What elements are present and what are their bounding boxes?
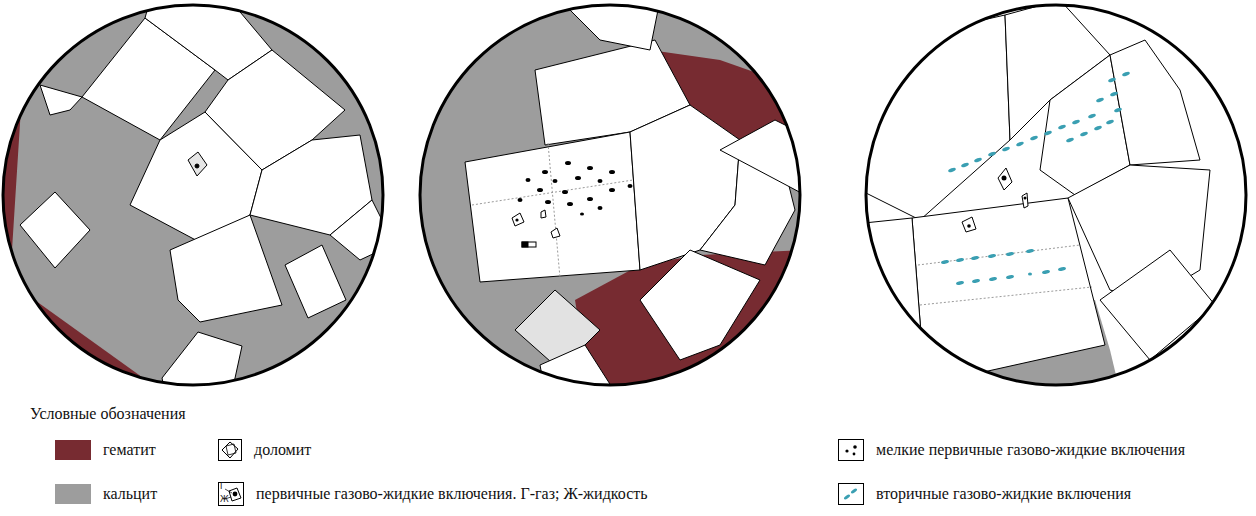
legend-symbol — [218, 439, 242, 461]
legend-text: гематит — [103, 440, 156, 459]
legend-text: первичные газово-жидкие включения. Г-газ… — [256, 484, 648, 503]
color-swatch — [55, 484, 91, 504]
color-swatch — [55, 440, 91, 460]
symbol-letter: Ж — [220, 496, 229, 504]
legend-symbol — [838, 439, 864, 461]
legend-text: мелкие первичные газово-жидкие включения — [876, 440, 1185, 459]
legend-heading: Условные обозначения — [30, 404, 186, 423]
legend-symbol — [838, 483, 864, 505]
legend-text: доломит — [254, 440, 311, 459]
symbol-letter: Г — [220, 483, 225, 491]
thin-section-views — [0, 0, 1256, 400]
legend-text: кальцит — [103, 484, 157, 503]
legend-text: вторичные газово-жидкие включения — [876, 484, 1131, 503]
